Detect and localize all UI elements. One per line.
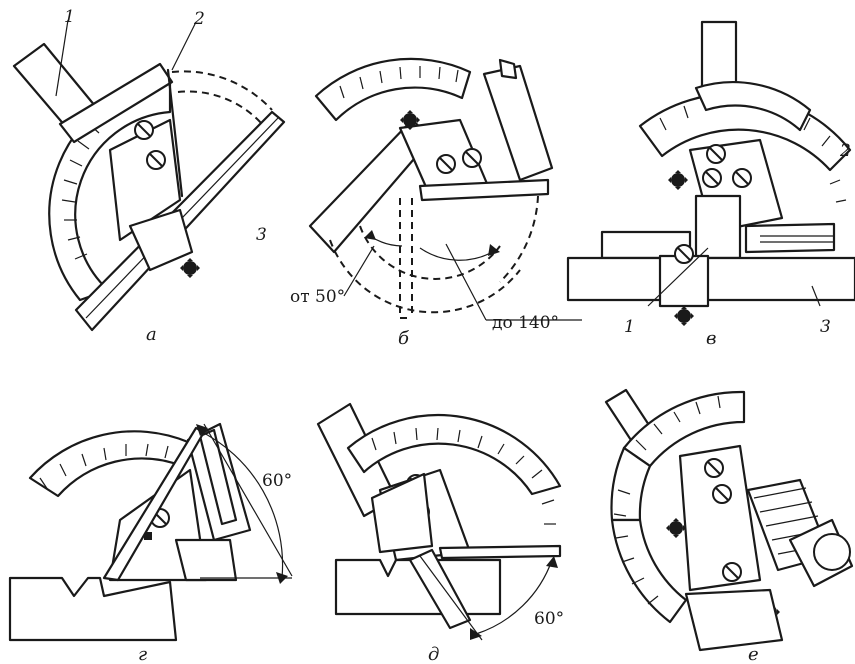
angle-to-b: до 140° — [492, 313, 559, 333]
angle-d: 60° — [534, 609, 564, 629]
callout-v-1: 1 — [624, 317, 635, 337]
caption-v: в — [706, 328, 716, 349]
callout-v-3: 3 — [820, 317, 831, 337]
angle-g: 60° — [262, 471, 292, 491]
callout-a-3: 3 — [256, 225, 267, 245]
caption-a: а — [146, 324, 157, 345]
callout-v-2: 2 — [839, 141, 851, 161]
angle-from-b: от 50° — [290, 287, 345, 307]
panel-b — [308, 57, 582, 321]
panel-v — [566, 20, 855, 326]
scale-ticks-e — [613, 395, 721, 605]
callout-a-2: 2 — [193, 9, 205, 29]
caption-g: г — [138, 644, 147, 664]
scale-ticks-v — [659, 105, 847, 203]
panel-d — [316, 402, 562, 641]
panel-a — [12, 19, 286, 332]
panel-g — [8, 422, 293, 642]
caption-b: б — [398, 328, 410, 349]
caption-d: д — [428, 644, 439, 664]
scale-ticks-d — [371, 427, 556, 525]
scale-ticks-b — [339, 66, 459, 99]
caption-e: е — [748, 644, 759, 664]
panel-e — [604, 388, 854, 652]
scale-ticks-g — [39, 443, 169, 491]
callout-a-1: 1 — [64, 7, 75, 27]
